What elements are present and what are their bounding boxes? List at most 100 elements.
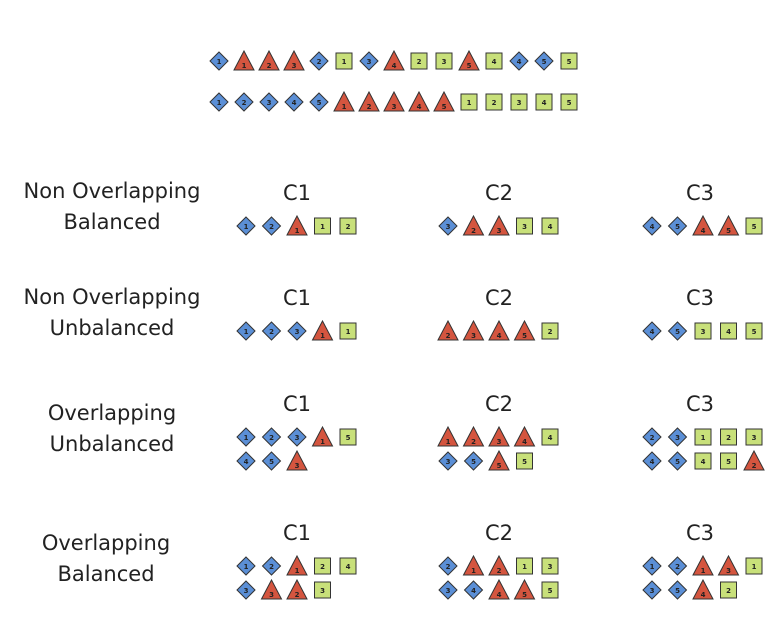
square-item-4: 4 xyxy=(694,452,712,470)
square-item-3: 3 xyxy=(745,428,763,446)
column-label-c3: C3 xyxy=(685,392,715,416)
diamond-item-3: 3 xyxy=(236,580,256,600)
svg-text:5: 5 xyxy=(752,223,757,231)
svg-text:1: 1 xyxy=(320,438,325,446)
diamond-item-5: 5 xyxy=(667,451,688,471)
svg-text:5: 5 xyxy=(567,99,572,107)
scenario-label-line: Non Overlapping xyxy=(23,179,201,203)
square-item-3: 3 xyxy=(516,217,533,235)
column-label-c3: C3 xyxy=(685,521,715,545)
svg-text:1: 1 xyxy=(467,99,472,107)
triangle-item-2: 2 xyxy=(743,449,765,471)
triangle-item-3: 3 xyxy=(488,425,510,447)
scenario-label-overlapping-balanced: Overlapping Balanced xyxy=(0,528,216,590)
svg-text:3: 3 xyxy=(446,458,451,466)
svg-text:3: 3 xyxy=(367,58,372,66)
scenario-label-non-overlapping-unbalanced: Non Overlapping Unbalanced xyxy=(2,282,222,344)
diamond-item-4: 4 xyxy=(642,216,662,236)
diamond-item-5: 5 xyxy=(463,451,484,471)
svg-text:2: 2 xyxy=(269,223,274,231)
svg-text:2: 2 xyxy=(417,58,422,66)
triangle-item-5: 5 xyxy=(458,49,480,71)
column-label-c2: C2 xyxy=(484,521,514,545)
svg-text:4: 4 xyxy=(650,328,655,336)
square-item-2: 2 xyxy=(720,428,737,446)
svg-text:1: 1 xyxy=(242,62,247,70)
svg-text:1: 1 xyxy=(752,563,757,571)
diamond-item-2: 2 xyxy=(667,556,688,576)
svg-text:4: 4 xyxy=(701,227,706,235)
svg-text:4: 4 xyxy=(244,458,249,466)
diamond-item-2: 2 xyxy=(261,427,282,447)
square-item-2: 2 xyxy=(485,93,503,111)
diamond-item-4: 4 xyxy=(509,51,529,71)
diamond-item-5: 5 xyxy=(667,216,688,236)
triangle-item-4: 4 xyxy=(692,578,714,600)
svg-text:3: 3 xyxy=(446,587,451,595)
square-item-2: 2 xyxy=(410,52,428,70)
svg-text:4: 4 xyxy=(701,591,706,599)
column-label-c2: C2 xyxy=(484,392,514,416)
svg-text:4: 4 xyxy=(346,563,351,571)
diamond-item-3: 3 xyxy=(287,427,307,447)
triangle-item-5: 5 xyxy=(433,90,455,112)
square-item-2: 2 xyxy=(339,217,357,235)
svg-text:1: 1 xyxy=(471,567,476,575)
svg-text:1: 1 xyxy=(244,434,249,442)
svg-text:2: 2 xyxy=(752,462,757,470)
diamond-item-3: 3 xyxy=(438,451,458,471)
svg-text:2: 2 xyxy=(346,223,351,231)
svg-text:1: 1 xyxy=(320,223,325,231)
svg-text:1: 1 xyxy=(217,58,222,66)
square-item-5: 5 xyxy=(720,452,737,470)
svg-text:3: 3 xyxy=(295,462,300,470)
svg-text:3: 3 xyxy=(726,567,731,575)
scenario-label-line: Balanced xyxy=(63,210,161,234)
triangle-item-1: 1 xyxy=(311,425,334,447)
triangle-item-3: 3 xyxy=(717,554,740,576)
svg-text:4: 4 xyxy=(517,58,522,66)
column-label-c1: C1 xyxy=(282,286,312,310)
column-label-c3: C3 xyxy=(685,181,715,205)
svg-text:2: 2 xyxy=(367,103,372,111)
square-item-5: 5 xyxy=(516,452,533,470)
svg-text:1: 1 xyxy=(522,563,527,571)
triangle-item-1: 1 xyxy=(286,214,308,236)
svg-text:2: 2 xyxy=(267,62,272,70)
svg-text:1: 1 xyxy=(217,99,222,107)
svg-text:5: 5 xyxy=(752,328,757,336)
diamond-item-4: 4 xyxy=(236,451,256,471)
scenario-label-line: Unbalanced xyxy=(49,432,175,456)
triangle-item-1: 1 xyxy=(311,319,334,341)
diamond-item-2: 2 xyxy=(642,427,662,447)
square-item-1: 1 xyxy=(335,52,353,70)
diamond-item-3: 3 xyxy=(438,216,458,236)
svg-text:2: 2 xyxy=(471,227,476,235)
svg-text:2: 2 xyxy=(726,434,731,442)
diamond-item-1: 1 xyxy=(236,216,256,236)
diamond-item-5: 5 xyxy=(534,51,554,71)
svg-text:3: 3 xyxy=(292,62,297,70)
svg-text:5: 5 xyxy=(675,458,680,466)
svg-text:3: 3 xyxy=(471,332,476,340)
svg-text:1: 1 xyxy=(701,567,706,575)
triangle-item-5: 5 xyxy=(488,449,510,471)
triangle-item-4: 4 xyxy=(383,49,405,71)
svg-text:4: 4 xyxy=(542,99,547,107)
svg-text:3: 3 xyxy=(295,434,300,442)
column-label-c1: C1 xyxy=(282,521,312,545)
svg-text:1: 1 xyxy=(320,332,325,340)
svg-text:1: 1 xyxy=(244,328,249,336)
svg-text:2: 2 xyxy=(726,587,731,595)
svg-text:1: 1 xyxy=(342,58,347,66)
svg-text:3: 3 xyxy=(442,58,447,66)
svg-text:5: 5 xyxy=(726,227,731,235)
svg-text:2: 2 xyxy=(497,567,502,575)
svg-text:3: 3 xyxy=(269,591,274,599)
svg-text:5: 5 xyxy=(567,58,572,66)
scenario-label-line: Non Overlapping xyxy=(23,285,201,309)
square-item-5: 5 xyxy=(560,52,578,70)
triangle-item-1: 1 xyxy=(286,554,308,576)
square-item-5: 5 xyxy=(339,428,357,446)
svg-text:2: 2 xyxy=(320,563,325,571)
